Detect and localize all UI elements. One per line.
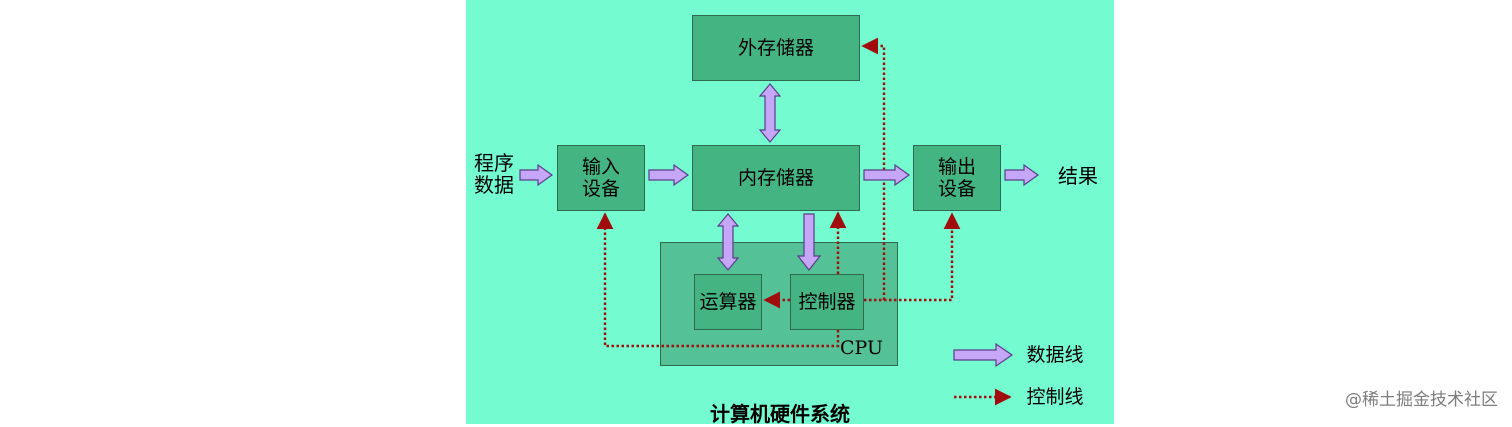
data-arrow-memory-to-output bbox=[863, 163, 911, 187]
cpu-label: CPU bbox=[839, 337, 883, 359]
external-storage-box: 外存储器 bbox=[692, 15, 860, 81]
data-arrow-memory-alu bbox=[716, 213, 740, 271]
watermark: @稀土掘金技术社区 bbox=[1345, 390, 1498, 410]
input-device-label-2: 设备 bbox=[581, 178, 620, 200]
connector-layer bbox=[519, 37, 1040, 406]
external-storage-label: 外存储器 bbox=[737, 37, 814, 59]
diagram-canvas: CPU 外存储器 内存储器 输入 设备 输出 设备 运算器 控制器 程序 数据 … bbox=[466, 0, 1114, 426]
legend-control-line-label: 控制线 bbox=[1026, 386, 1084, 408]
alu-label: 运算器 bbox=[699, 291, 757, 313]
data-arrow-output bbox=[1004, 163, 1040, 187]
output-device-label-1: 输出 bbox=[937, 156, 976, 178]
legend-data-line-label: 数据线 bbox=[1026, 344, 1084, 366]
input-device-box: 输入 设备 bbox=[557, 145, 645, 211]
input-device-label-1: 输入 bbox=[581, 156, 620, 178]
controller-box: 控制器 bbox=[790, 274, 864, 330]
output-device-box: 输出 设备 bbox=[913, 145, 1001, 211]
output-device-label-2: 设备 bbox=[937, 178, 976, 200]
program-data-label: 程序 数据 bbox=[470, 152, 518, 196]
control-line-to-output-device bbox=[884, 212, 961, 302]
alu-box: 运算器 bbox=[694, 274, 762, 330]
program-label: 程序 bbox=[474, 151, 514, 175]
data-arrow-memory-controller bbox=[796, 213, 822, 271]
internal-storage-box: 内存储器 bbox=[692, 145, 860, 211]
data-arrow-external-internal bbox=[758, 83, 782, 143]
control-line-to-input-device bbox=[596, 212, 840, 348]
result-label: 结果 bbox=[1058, 164, 1098, 188]
internal-storage-label: 内存储器 bbox=[737, 167, 814, 189]
data-arrow-input-to-memory bbox=[648, 163, 690, 187]
data-arrow-input bbox=[519, 163, 554, 187]
controller-label: 控制器 bbox=[798, 291, 856, 313]
data-label: 数据 bbox=[474, 173, 514, 197]
legend-data-arrow bbox=[953, 342, 1014, 368]
diagram-title: 计算机硬件系统 bbox=[710, 402, 850, 426]
